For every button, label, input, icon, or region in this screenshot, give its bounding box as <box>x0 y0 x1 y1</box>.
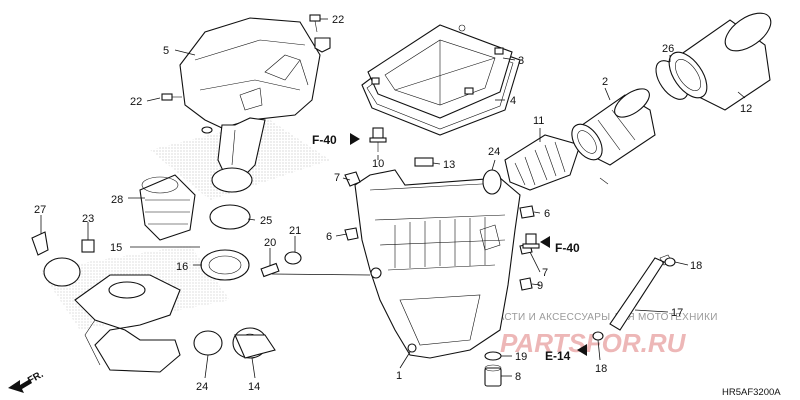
watermark-logo: PARTSFOR.RU <box>500 328 687 358</box>
bolt-7-right <box>522 233 540 249</box>
part-8-cap <box>484 364 502 387</box>
bolt-22-top <box>309 14 321 33</box>
callout-17: 17 <box>671 307 683 319</box>
callout-18-upper: 18 <box>690 260 702 272</box>
callout-8: 8 <box>515 371 521 383</box>
callout-28: 28 <box>111 194 123 206</box>
callout-12: 12 <box>740 103 752 115</box>
callout-22-top: 22 <box>332 14 344 26</box>
part-12-prefilter <box>668 12 772 111</box>
e14-ref: E-14 <box>545 344 587 363</box>
callout-23: 23 <box>82 213 94 225</box>
callout-7-upper: 7 <box>334 172 340 184</box>
e14-label: E-14 <box>545 349 571 363</box>
part-23-grommet <box>81 239 95 253</box>
callout-14: 14 <box>248 381 260 393</box>
front-direction-label: FR. <box>26 369 46 387</box>
part-15-guide <box>43 257 81 287</box>
callout-20: 20 <box>264 237 276 249</box>
part-19-ring <box>484 351 502 361</box>
filter-pin <box>599 177 609 185</box>
f40-right-ref: F-40 <box>540 236 580 255</box>
callout-7-lower: 7 <box>542 267 548 279</box>
part-1-case <box>354 169 521 359</box>
callout-21: 21 <box>289 225 301 237</box>
callout-15: 15 <box>110 242 122 254</box>
part-6-clip-left <box>344 227 359 241</box>
callout-26: 26 <box>662 43 674 55</box>
part-25-ring <box>209 204 251 230</box>
part-18-clip-upper <box>664 257 676 267</box>
callout-9: 9 <box>537 280 543 292</box>
part-20-sensor <box>260 262 280 278</box>
part-27-clip <box>31 231 49 256</box>
bolt-22-left <box>161 93 182 101</box>
part-11-intake-boot <box>504 134 581 191</box>
part-24-clamp-upper <box>482 169 502 195</box>
clip-upper-right <box>314 37 331 53</box>
part-2-filter <box>571 88 656 166</box>
diagram-code: HR5AF3200A <box>722 387 781 398</box>
callout-24-lower: 24 <box>196 381 208 393</box>
callout-2: 2 <box>602 76 608 88</box>
callout-4: 4 <box>510 95 516 107</box>
part-16-boot <box>200 249 250 281</box>
callout-6-right: 6 <box>544 208 550 220</box>
part-6-clip-right <box>519 205 535 219</box>
part-7-clip-upper <box>344 171 361 187</box>
duct-ring-upper <box>211 167 253 193</box>
part-24-clamp-lower <box>193 330 223 356</box>
f40-right-label: F-40 <box>555 241 580 255</box>
part-18-clip-lower <box>592 331 604 341</box>
callout-18-lower: 18 <box>595 363 607 375</box>
callout-27: 27 <box>34 204 46 216</box>
callout-10: 10 <box>372 158 384 170</box>
watermark: ЗАПЧАСТИ И АКСЕССУАРЫ ДЛЯ МОТОТЕХНИКИ PA… <box>470 312 718 358</box>
part-14-joint <box>232 327 276 359</box>
part-9-clip <box>519 277 533 291</box>
callout-25: 25 <box>260 215 272 227</box>
callout-numbers: 22 5 3 4 26 2 12 11 24 22 10 13 7 28 25 … <box>34 14 752 393</box>
f40-upper-ref: F-40 <box>312 133 360 147</box>
callout-3: 3 <box>518 55 524 67</box>
leader-lines <box>40 18 746 379</box>
part-13-pad <box>414 157 434 167</box>
callout-5: 5 <box>163 45 169 57</box>
f40-upper-label: F-40 <box>312 133 337 147</box>
grommet-on-cover <box>201 126 213 134</box>
callout-22-left: 22 <box>130 96 142 108</box>
callout-24-upper: 24 <box>488 146 500 158</box>
callout-6-left: 6 <box>326 231 332 243</box>
part-3-lid <box>367 24 513 119</box>
callout-11: 11 <box>533 115 544 127</box>
front-direction-arrow: FR. <box>8 369 46 393</box>
bolt-10 <box>369 127 387 152</box>
part-21-grommet <box>284 251 302 265</box>
callout-16: 16 <box>176 261 188 273</box>
callout-1: 1 <box>396 370 402 382</box>
callout-13: 13 <box>443 159 455 171</box>
part-5-cover <box>179 17 321 176</box>
part-28-boot <box>139 174 196 241</box>
lower-duct <box>74 274 181 373</box>
callout-19: 19 <box>515 351 527 363</box>
watermark-top-text: ЗАПЧАСТИ И АКСЕССУАРЫ ДЛЯ МОТОТЕХНИКИ <box>470 312 718 323</box>
